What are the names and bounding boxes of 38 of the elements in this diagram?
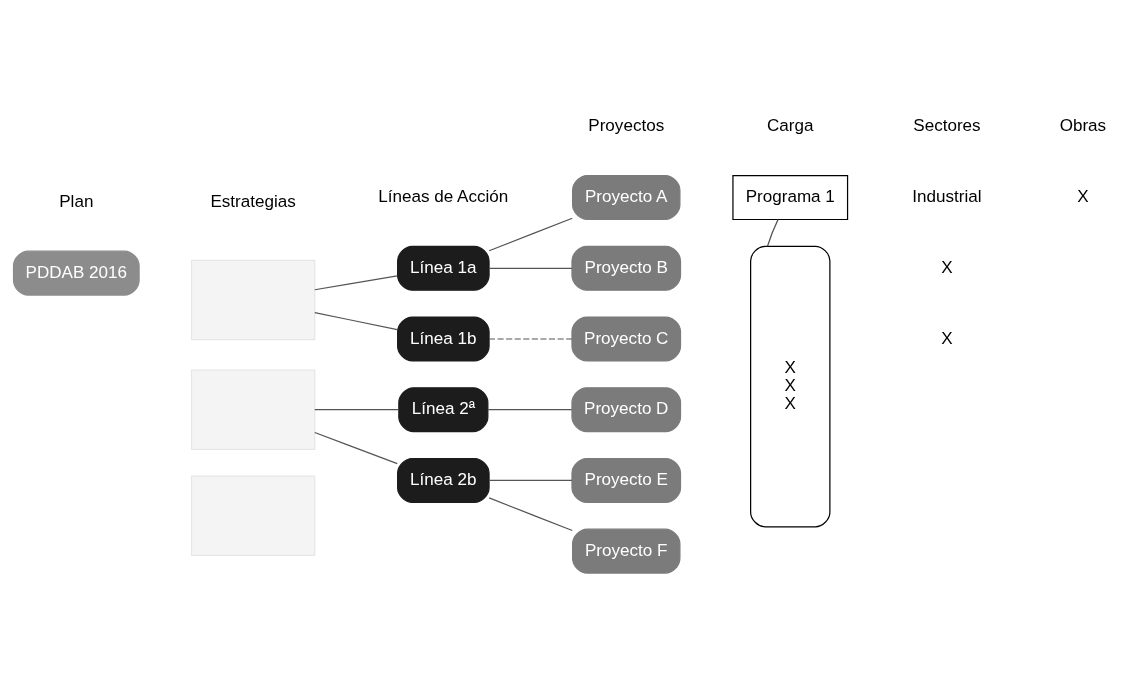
label: Sectores — [913, 115, 981, 135]
label: Obras — [1059, 115, 1107, 135]
label: X — [941, 328, 953, 348]
connector — [488, 337, 573, 340]
connector — [488, 217, 573, 251]
connector — [488, 267, 573, 269]
node-box: Proyecto F — [572, 528, 681, 574]
node-box: Proyecto C — [571, 315, 682, 362]
node-box: Línea 2b — [397, 457, 490, 503]
node-box — [190, 368, 316, 450]
node-box: Programa 1 — [732, 174, 849, 220]
label: Carga — [767, 115, 814, 135]
node-box — [190, 475, 316, 556]
connector — [314, 431, 398, 464]
connector — [766, 218, 779, 247]
node-box: Línea 2ª — [398, 386, 489, 432]
node-box: X X X — [750, 245, 831, 527]
node-box: Línea 1b — [397, 315, 490, 362]
label: Proyectos — [588, 115, 665, 135]
node-box: Proyecto A — [572, 174, 681, 220]
label: X — [1077, 186, 1089, 206]
node-box: Proyecto B — [571, 245, 682, 291]
connector — [487, 408, 573, 410]
node-box: Proyecto D — [571, 386, 682, 432]
connector — [488, 479, 573, 481]
node-box: Proyecto E — [571, 457, 682, 503]
label: Líneas de Acción — [378, 186, 509, 206]
label: Estrategias — [210, 191, 296, 211]
connector — [314, 408, 400, 410]
connector — [314, 311, 398, 330]
label: X — [941, 257, 953, 277]
node-box: PDDAB 2016 — [12, 250, 140, 296]
connector — [488, 496, 573, 531]
connector — [314, 274, 398, 290]
label: Plan — [59, 191, 94, 211]
node-box — [190, 259, 316, 340]
node-box: Línea 1a — [397, 245, 490, 291]
label: Industrial — [912, 186, 982, 206]
